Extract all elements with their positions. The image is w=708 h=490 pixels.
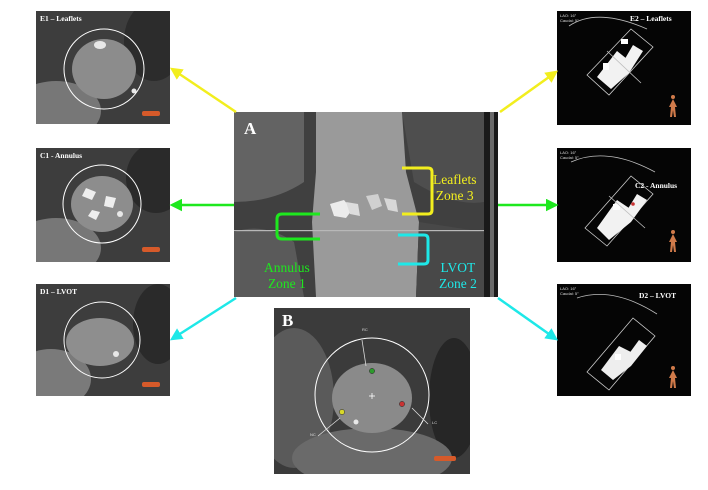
panel-e2-leaflets: LAO: 16° Caudal: 5° E2 – Leaflets	[557, 11, 691, 125]
leaflets-bracket	[402, 166, 434, 216]
annulus-zone-label: Annulus Zone 1	[264, 260, 310, 292]
panel-label: B	[282, 311, 294, 330]
annulus-zone-line1: Annulus	[264, 260, 310, 275]
ct-slice-image	[36, 148, 170, 262]
panel-e1-leaflets: E1 – Leaflets	[36, 11, 170, 124]
arrow-to-e2-leaflets	[499, 70, 559, 114]
ct-slice-image	[36, 11, 170, 124]
panel-title: D1 – LVOT	[40, 287, 78, 296]
panel-c2-annulus: LAO: 16° Caudal: 5° C2 - Annulus	[557, 148, 691, 262]
panel-title: D2 – LVOT	[639, 291, 677, 300]
3d-volume-image	[557, 11, 691, 125]
panel-title: E2 – Leaflets	[630, 14, 672, 23]
panel-title: C1 - Annulus	[40, 151, 83, 160]
marker-nc: NC	[310, 432, 316, 437]
panel-c1-annulus: C1 - Annulus	[36, 148, 170, 262]
panel-label: A	[244, 119, 257, 138]
leaflets-zone-line1: Leaflets	[433, 172, 477, 187]
lvot-zone-line1: LVOT	[440, 260, 476, 275]
view-angle-info: LAO: 16° Caudal: 5°	[560, 286, 579, 296]
view-angle-info: LAO: 16° Caudal: 5°	[560, 150, 579, 160]
panel-title: E1 – Leaflets	[40, 14, 82, 23]
leaflets-zone-label: Leaflets Zone 3	[433, 172, 476, 204]
ct-axial-image	[274, 308, 470, 474]
panel-d2-lvot: LAO: 16° Caudal: 5° D2 – LVOT	[557, 284, 691, 396]
annulus-bracket	[275, 212, 320, 241]
panel-b-axial-view: B RC NC LC	[274, 308, 470, 474]
marker-lc: LC	[432, 420, 438, 425]
arrow-to-e1-leaflets	[169, 67, 237, 114]
ct-long-axis-image	[234, 112, 498, 297]
lvot-bracket	[398, 233, 430, 266]
3d-volume-image	[557, 148, 691, 262]
ct-slice-image	[36, 284, 170, 396]
annulus-zone-line2: Zone 1	[267, 276, 306, 291]
panel-a-longitudinal-ct: A Leaflets Zone 3 Annulus Zone 1 LVOT Zo…	[234, 112, 498, 297]
panel-d1-lvot: D1 – LVOT	[36, 284, 170, 396]
leaflets-zone-line2: Zone 3	[435, 188, 474, 203]
view-angle-info: LAO: 16° Caudal: 5°	[560, 13, 579, 23]
marker-rc: RC	[362, 327, 368, 332]
lvot-zone-line2: Zone 2	[439, 276, 477, 291]
3d-volume-image	[557, 284, 691, 396]
lvot-zone-label: LVOT Zone 2	[439, 260, 477, 292]
arrow-to-d2-lvot	[497, 296, 559, 341]
arrow-to-d1-lvot	[169, 296, 237, 341]
panel-title: C2 - Annulus	[635, 181, 678, 190]
